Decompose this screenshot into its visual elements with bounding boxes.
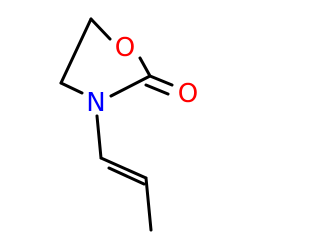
- carbonyl-oxygen-label: O: [178, 79, 198, 109]
- bond-c2-o-carbonyl-2: [144, 83, 170, 96]
- bond-c2-o-carbonyl-1: [148, 74, 174, 87]
- bond-c4-n3: [59, 81, 84, 95]
- bond-n3-c6: [95, 114, 103, 160]
- nitrogen-label: N: [86, 88, 105, 118]
- bond-c6-c7: [99, 156, 148, 180]
- molecule-structure: O O N: [59, 17, 198, 232]
- bond-c5-o1: [89, 17, 112, 41]
- bond-c6-c7-inner: [107, 166, 146, 186]
- bond-n3-c2: [109, 74, 152, 98]
- ring-oxygen-label: O: [115, 33, 135, 63]
- bond-c7-c8: [144, 176, 153, 232]
- bond-c4-c5: [59, 17, 93, 85]
- bond-o1-c2: [138, 56, 152, 78]
